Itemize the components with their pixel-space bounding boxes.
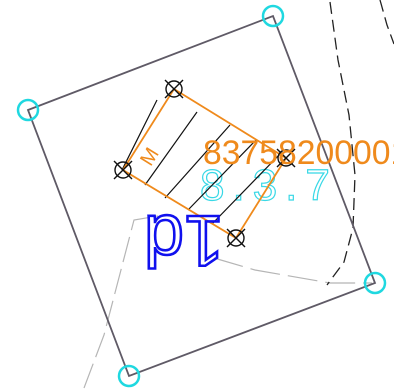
parcel-vertex-marker[interactable] [261,4,285,28]
parcel-vertex-marker[interactable] [117,364,141,388]
parcel-vertex-marker[interactable] [363,271,387,295]
control-point-marker[interactable] [113,160,133,180]
hatch-line [187,139,257,211]
parcel-vertices [16,4,387,388]
faint-boundary-line-lower [83,215,159,389]
faint-boundary-line-bottom [213,257,372,284]
building-hatch [121,99,282,225]
hatch-line [144,111,198,186]
parcel-vertex-marker[interactable] [16,98,40,122]
parcel-id-label: 837582000010 [203,134,394,172]
building-label: M [136,144,163,170]
control-point-marker[interactable] [226,228,246,248]
control-point-marker[interactable] [164,79,184,99]
hatch-line [211,152,282,225]
dashed-boundary-line-main [326,1,356,286]
dashed-boundary [326,0,394,286]
parcel-outline[interactable] [26,14,377,378]
control-point-marker[interactable] [276,148,296,168]
dashed-boundary-line-edge [379,0,394,45]
parcel-label: 1d [144,200,224,280]
hatch-line [164,124,231,199]
control-points [113,79,296,248]
hatch-line [121,99,158,171]
faint-boundary-lines [83,215,372,389]
